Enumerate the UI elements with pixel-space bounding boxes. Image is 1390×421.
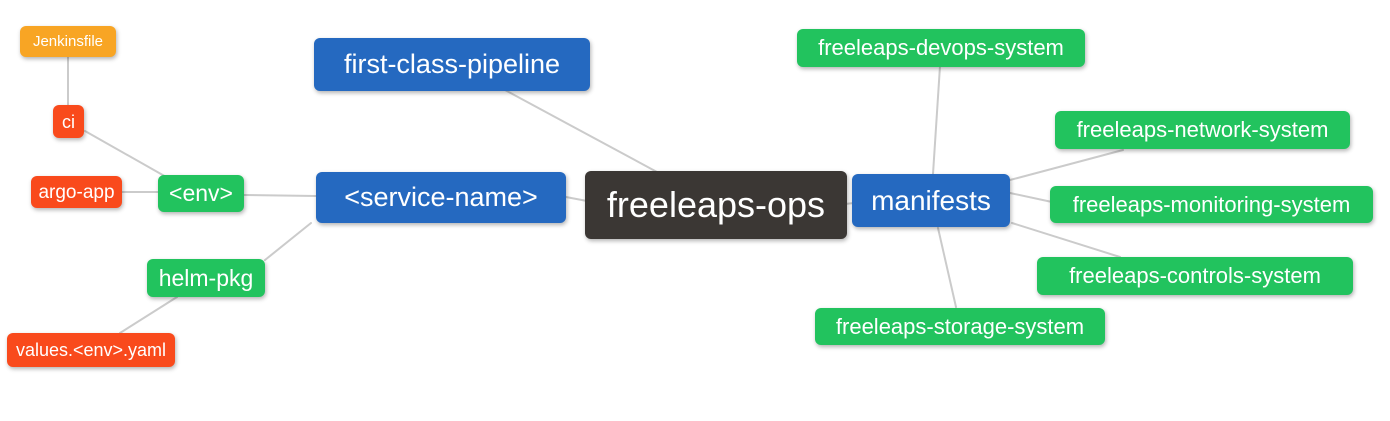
edge-service-name-ops [565,196,588,202]
node-service-name[interactable]: <service-name> [316,172,566,223]
edge-manifests-monitoring [1009,192,1053,203]
node-freeleaps-network-system[interactable]: freeleaps-network-system [1055,111,1350,149]
node-jenkinsfile[interactable]: Jenkinsfile [20,26,116,57]
node-freeleaps-controls-system[interactable]: freeleaps-controls-system [1037,257,1353,295]
node-env[interactable]: <env> [158,175,244,212]
edge-manifests-storage [937,227,957,308]
edge-helm-pkg-values [119,296,178,334]
node-freeleaps-monitoring-system[interactable]: freeleaps-monitoring-system [1050,186,1373,223]
node-values-env-yaml[interactable]: values.<env>.yaml [7,333,175,367]
node-freeleaps-devops-system[interactable]: freeleaps-devops-system [797,29,1085,67]
node-helm-pkg[interactable]: helm-pkg [147,259,265,297]
node-freeleaps-storage-system[interactable]: freeleaps-storage-system [815,308,1105,345]
edge-env-service-name [243,194,317,197]
node-ci[interactable]: ci [53,105,84,138]
node-freeleaps-ops[interactable]: freeleaps-ops [585,171,847,239]
edge-pipeline-ops [504,89,658,173]
node-argo-app[interactable]: argo-app [31,176,122,208]
edge-manifests-network [1009,149,1124,181]
node-first-class-pipeline[interactable]: first-class-pipeline [314,38,590,91]
edge-service-name-helm-pkg [264,222,312,261]
node-manifests[interactable]: manifests [852,174,1010,227]
edge-ci-env [84,130,169,179]
edge-manifests-devops [932,65,941,175]
edge-manifests-controls [1011,222,1121,258]
